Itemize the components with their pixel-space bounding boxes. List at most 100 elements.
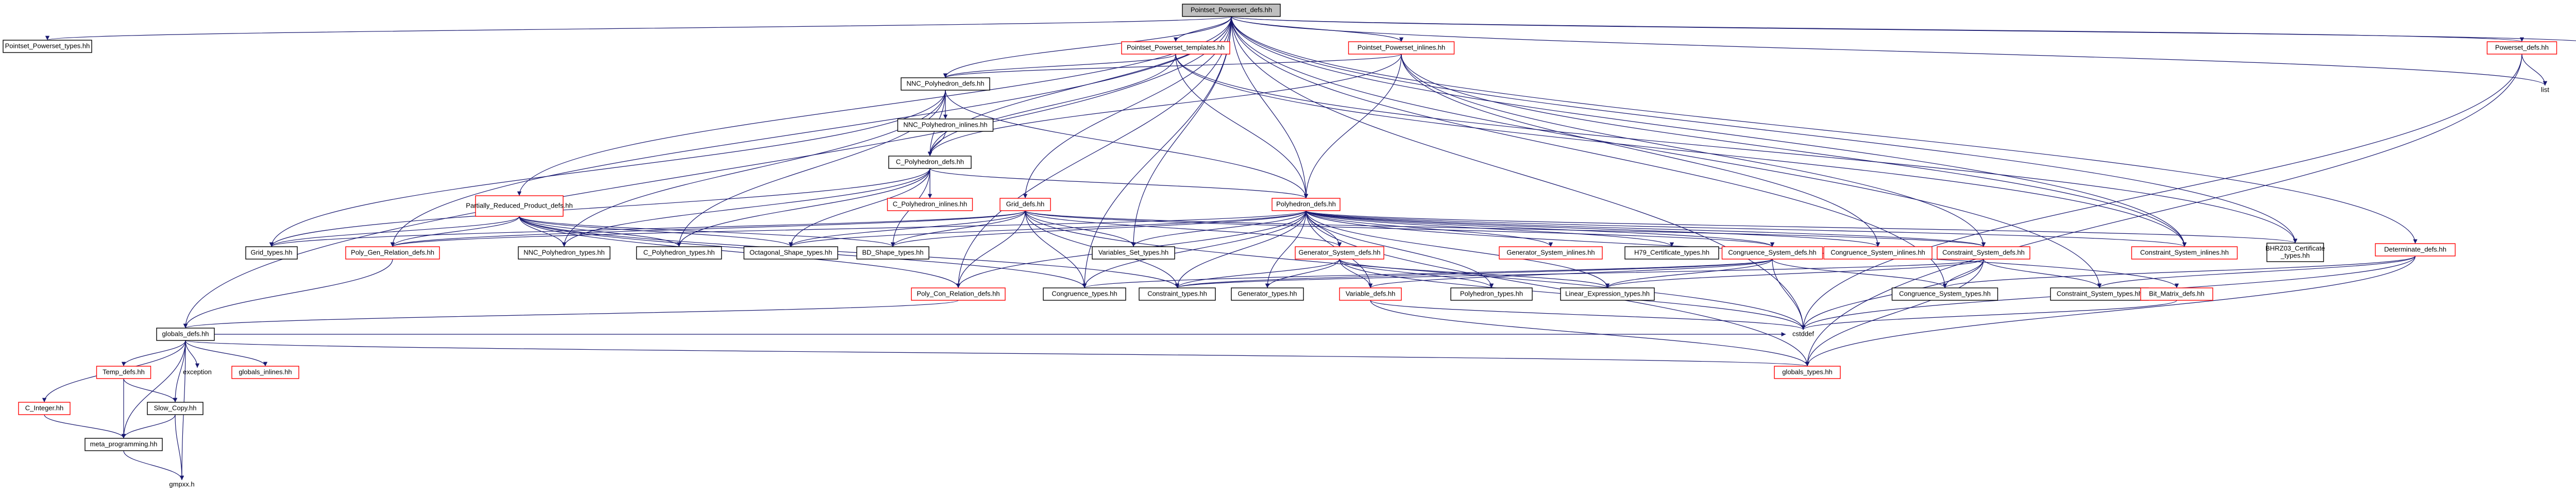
node-box — [84, 438, 163, 451]
graph-node-determinate-defs[interactable]: Determinate_defs.hh — [2375, 243, 2456, 256]
graph-node-congsys-types[interactable]: Congruence_System_types.hh — [1891, 287, 1998, 301]
edge-pp_templates-to-cs_inlines — [1175, 54, 2187, 247]
graph-node-cong-types[interactable]: Congruence_types.hh — [1043, 287, 1126, 301]
graph-node-nnc-types[interactable]: NNC_Polyhedron_types.hh — [518, 246, 611, 260]
node-label: Pointset_Powerset_templates.hh — [1127, 43, 1225, 51]
graph-node-pp-types[interactable]: Pointset_Powerset_types.hh — [3, 40, 92, 53]
graph-node-c-integer[interactable]: C_Integer.hh — [18, 402, 71, 415]
graph-node-poly-gen-rel[interactable]: Poly_Gen_Relation_defs.hh — [345, 246, 440, 260]
edge-pp_inlines-to-congsys_inlines — [1401, 54, 1880, 247]
graph-node-congsys-inlines[interactable]: Congruence_System_inlines.hh — [1823, 246, 1933, 260]
graph-node-bhrz-types[interactable]: BHRZ03_Certificate_types.hh — [2265, 243, 2325, 262]
graph-node-congsys-defs[interactable]: Congruence_System_defs.hh — [1721, 246, 1823, 260]
edge-pp_inlines-to-poly_defs — [1303, 54, 1402, 199]
graph-node-nnc-inlines[interactable]: NNC_Polyhedron_inlines.hh — [897, 118, 994, 132]
graph-node-cs-defs[interactable]: Constraint_System_defs.hh — [1937, 246, 2030, 260]
edge-globals_defs-to-temp_defs — [121, 340, 186, 367]
edge-root-to-poly_defs — [1231, 16, 1309, 199]
graph-node-gen-types[interactable]: Generator_types.hh — [1231, 287, 1304, 301]
node-box — [888, 156, 972, 169]
node-label: Slow_Copy.hh — [154, 404, 197, 412]
graph-node-genset-inlines[interactable]: Generator_System_inlines.hh — [1499, 246, 1603, 260]
node-box — [856, 246, 929, 260]
graph-node-nnc-defs[interactable]: NNC_Polyhedron_defs.hh — [901, 77, 990, 91]
node-box — [743, 246, 838, 260]
edge-var_defs-to-cstddef — [1370, 300, 1805, 330]
graph-node-poly-defs[interactable]: Polyhedron_defs.hh — [1272, 198, 1341, 211]
graph-node-cstddef[interactable]: cstddef — [1786, 330, 1821, 339]
edge-root-to-pp_types — [45, 16, 1232, 41]
graph-node-c-types[interactable]: C_Polyhedron_types.hh — [636, 246, 722, 260]
graph-node-slow-copy[interactable]: Slow_Copy.hh — [147, 402, 204, 415]
node-box — [2050, 287, 2149, 301]
graph-node-bd-types[interactable]: BD_Shape_types.hh — [856, 246, 929, 260]
graph-node-cs-types[interactable]: Constraint_System_types.hh — [2050, 287, 2149, 301]
node-box — [1348, 41, 1455, 55]
graph-node-constraint-types[interactable]: Constraint_types.hh — [1139, 287, 1216, 301]
graph-node-oct-types[interactable]: Octagonal_Shape_types.hh — [743, 246, 838, 260]
edge-grid_defs-to-poly_gen_rel — [391, 210, 1026, 247]
graph-node-gs-defs[interactable]: Generator_System_defs.hh — [1295, 246, 1384, 260]
node-box — [999, 198, 1051, 211]
graph-node-globals-defs[interactable]: globals_defs.hh — [156, 328, 215, 341]
graph-node-cs-inlines[interactable]: Constraint_System_inlines.hh — [2131, 246, 2238, 260]
graph-node-pp-inlines[interactable]: Pointset_Powerset_inlines.hh — [1348, 41, 1455, 55]
edge-prp_defs-to-grid_types — [269, 216, 520, 247]
edge-bitmatrix-to-cstddef — [1801, 300, 2177, 330]
node-box — [245, 246, 298, 260]
edge-prp_defs-to-poly_con_rel — [519, 216, 961, 288]
graph-node-gmpxx[interactable]: gmpxx.h — [166, 480, 197, 489]
graph-node-varset-types[interactable]: Variables_Set_types.hh — [1092, 246, 1175, 260]
edge-var_defs-to-globals_types — [1370, 300, 1810, 367]
graph-node-grid-defs[interactable]: Grid_defs.hh — [999, 198, 1051, 211]
edge-determinate_defs-to-cs_types — [2097, 255, 2416, 288]
edge-nnc_inlines-to-c_defs — [927, 131, 946, 157]
edge-pp_inlines-to-c_defs — [927, 54, 1402, 157]
graph-node-temp-defs[interactable]: Temp_defs.hh — [96, 366, 151, 379]
graph-node-var-defs[interactable]: Variable_defs.hh — [1339, 287, 1402, 301]
edge-root-to-determinate_defs — [1231, 16, 2418, 244]
graph-node-powerset-defs[interactable]: Powerset_defs.hh — [2486, 41, 2557, 55]
node-label: Pointset_Powerset_defs.hh — [1191, 6, 1272, 13]
edge-poly_gen_rel-to-globals_defs — [183, 259, 393, 329]
edge-slow_copy-to-gmpxx — [175, 414, 184, 481]
edge-cs_defs-to-cs_types — [1983, 259, 2102, 288]
edge-poly_defs-to-congsys_inlines — [1306, 210, 1880, 247]
edge-grid_defs-to-grid_types — [269, 210, 1026, 247]
graph-node-meta-prog[interactable]: meta_programming.hh — [84, 438, 163, 451]
graph-node-h79-types[interactable]: H79_Certificate_types.hh — [1624, 246, 1719, 260]
graph-node-pp-templates[interactable]: Pointset_Powerset_templates.hh — [1121, 41, 1230, 55]
node-box — [231, 366, 299, 379]
graph-node-poly-types[interactable]: Polyhedron_types.hh — [1450, 287, 1533, 301]
node-label: Octagonal_Shape_types.hh — [750, 248, 832, 256]
node-label: Powerset_defs.hh — [2495, 43, 2549, 51]
edge-poly_defs-to-oct_types — [789, 210, 1307, 247]
graph-node-grid-types[interactable]: Grid_types.hh — [245, 246, 298, 260]
node-label: Polyhedron_defs.hh — [1276, 200, 1336, 208]
graph-node-prp-defs[interactable]: Partially_Reduced_Product_defs.hh — [466, 195, 573, 217]
graph-node-c-defs[interactable]: C_Polyhedron_defs.hh — [888, 156, 972, 169]
graph-node-globals-inlines[interactable]: globals_inlines.hh — [231, 366, 299, 379]
graph-node-c-inlines[interactable]: C_Polyhedron_inlines.hh — [887, 198, 973, 211]
edge-c_defs-to-c_types — [676, 168, 930, 247]
graph-node-list[interactable]: list — [2536, 85, 2554, 95]
edge-globals_defs-to-slow_copy — [173, 340, 186, 403]
graph-node-linexpr-types[interactable]: Linear_Expression_types.hh — [1560, 287, 1655, 301]
graph-node-bitmatrix[interactable]: Bit_Matrix_defs.hh — [2140, 287, 2213, 301]
edge-grid_defs-to-varset_types — [1025, 210, 1136, 247]
edge-poly_defs-to-gen_types — [1265, 210, 1307, 288]
edge-grid_defs-to-oct_types — [788, 210, 1026, 247]
edge-root-to-poly_gen_rel — [390, 16, 1232, 247]
edge-cs_defs-to-linexpr_types — [1605, 259, 1984, 288]
graph-node-exception[interactable]: exception — [180, 368, 215, 377]
node-box — [2375, 243, 2456, 256]
edge-pp_inlines-to-cs_defs — [1401, 54, 1986, 247]
graph-node-poly-con-rel[interactable]: Poly_Con_Relation_defs.hh — [911, 287, 1006, 301]
graph-node-root[interactable]: Pointset_Powerset_defs.hh — [1182, 4, 1281, 17]
edge-c_defs-to-oct_types — [788, 168, 930, 247]
edge-determinate_defs-to-globals_types — [1805, 255, 2416, 367]
edge-poly_defs-to-h79_types — [1306, 210, 1674, 247]
edge-nnc_defs-to-nnc_types — [562, 90, 946, 247]
graph-node-globals-types[interactable]: globals_types.hh — [1774, 366, 1841, 379]
node-label: _types.hh — [2280, 251, 2310, 259]
